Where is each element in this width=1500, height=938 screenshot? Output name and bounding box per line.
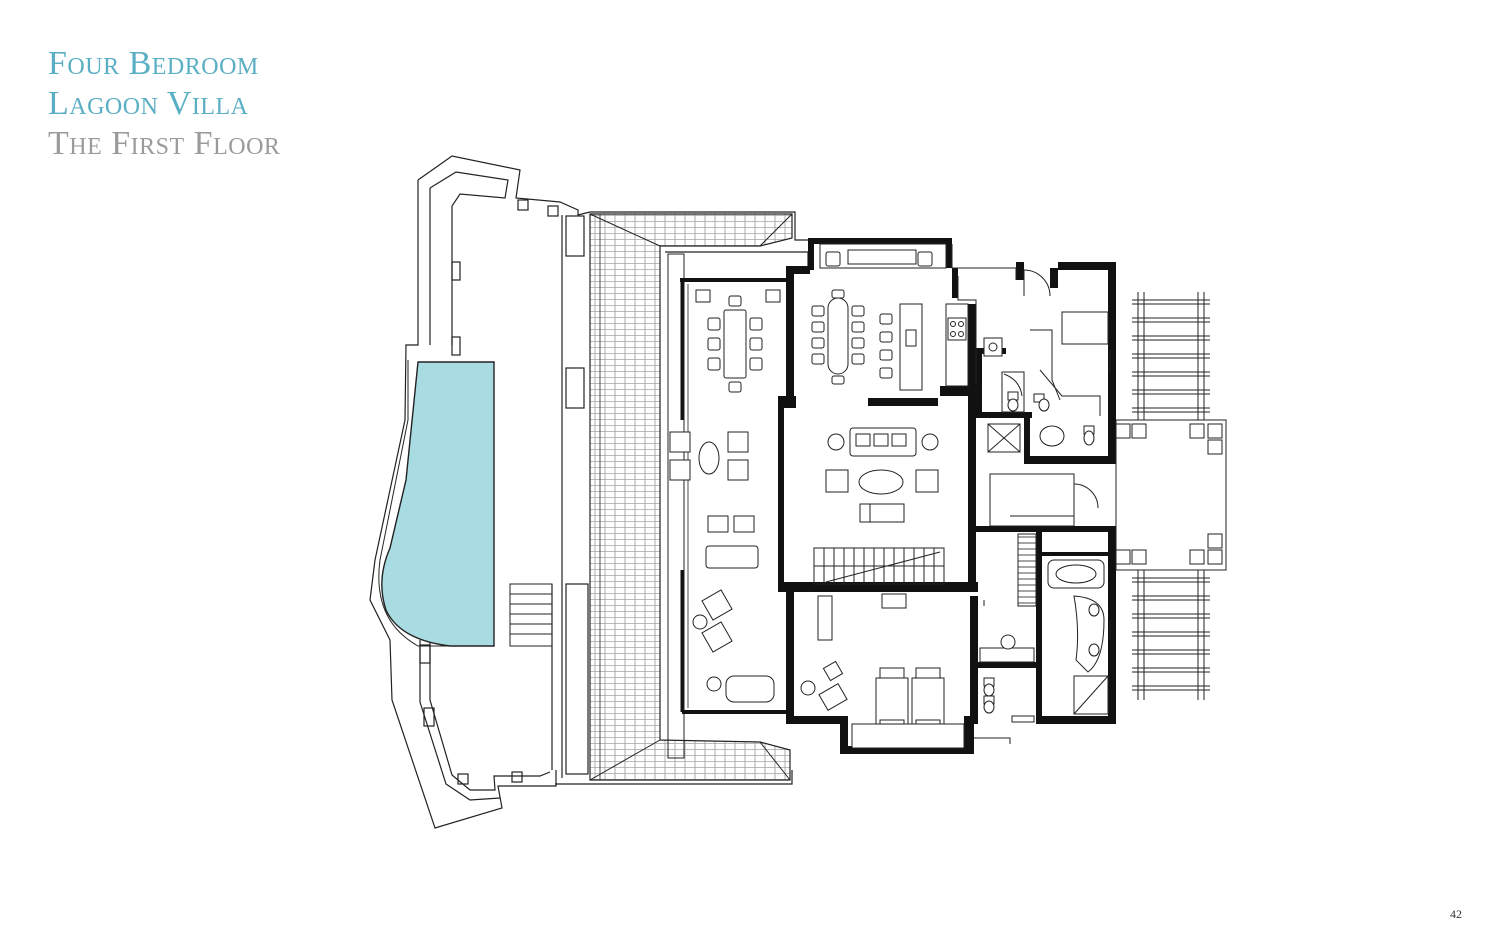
service-rooms [979, 269, 1109, 723]
title-block: Four Bedroom Lagoon Villa The First Floo… [48, 44, 280, 164]
west-lounge [665, 251, 809, 759]
furniture-icon [669, 431, 775, 703]
toilet-icon [983, 391, 1095, 714]
walls [778, 238, 1116, 754]
roof [589, 213, 793, 781]
plan-title-line-1: Four Bedroom [48, 45, 259, 82]
terrace-outline [369, 155, 808, 829]
bathtub-icon [1047, 559, 1105, 589]
page-number: 42 [1450, 907, 1462, 921]
dining-kitchen [811, 243, 1017, 391]
bedroom [800, 593, 965, 749]
pergola [974, 292, 1227, 744]
pool [381, 361, 495, 647]
living-room [825, 427, 939, 523]
furniture-icon [695, 289, 781, 393]
stairs-icon [813, 547, 945, 585]
plan-subtitle: The First Floor [48, 125, 281, 162]
stairs-icon [509, 583, 553, 647]
plan-title-line-2: Lagoon Villa [48, 85, 249, 122]
